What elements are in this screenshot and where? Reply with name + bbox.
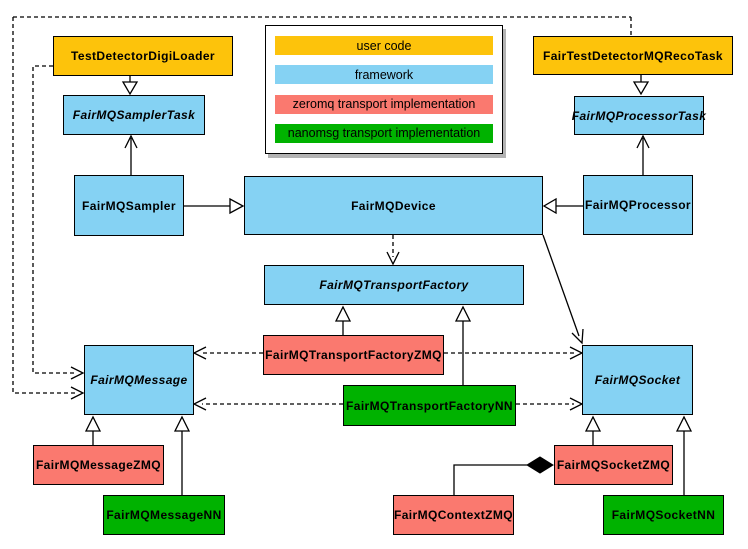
node-fair-mq-message-zmq: FairMQMessageZMQ xyxy=(33,445,164,485)
legend-item-zeromq: zeromq transport implementation xyxy=(275,94,493,114)
edge-tfzmq-inherits-transportfactory xyxy=(334,305,352,335)
node-fair-mq-processor: FairMQProcessor xyxy=(583,175,693,235)
edge-processor-inherits-device xyxy=(542,197,583,215)
edge-processor-to-processortask xyxy=(636,134,650,175)
node-fair-mq-socket-nn: FairMQSocketNN xyxy=(603,495,724,535)
edge-digiloader-inherits-samplertask xyxy=(121,76,139,96)
edge-sampler-to-samplertask xyxy=(124,134,138,175)
legend: user code framework zeromq transport imp… xyxy=(265,25,503,154)
legend-item-framework: framework xyxy=(275,65,493,85)
edge-recotask-inherits-processortask xyxy=(632,75,650,96)
node-test-detector-digi-loader: TestDetectorDigiLoader xyxy=(53,36,233,76)
edge-device-to-transportfactory xyxy=(386,235,400,266)
edge-tfnn-inherits-transportfactory xyxy=(454,305,472,385)
edge-socketzmq-inherits-socket xyxy=(584,415,602,445)
node-fair-mq-transport-factory-nn: FairMQTransportFactoryNN xyxy=(343,385,516,426)
edge-digiloader-to-message xyxy=(32,65,85,380)
node-fair-test-detector-mq-reco-task: FairTestDetectorMQRecoTask xyxy=(533,36,733,75)
edge-device-to-socket xyxy=(542,234,584,345)
edge-messagenn-inherits-message xyxy=(173,415,191,495)
node-fair-mq-sampler-task: FairMQSamplerTask xyxy=(63,95,205,135)
node-fair-mq-processor-task: FairMQProcessorTask xyxy=(572,96,706,135)
node-fair-mq-context-zmq: FairMQContextZMQ xyxy=(393,495,514,535)
edge-socketzmq-aggregates-contextzmq xyxy=(453,456,554,495)
node-fair-mq-message-nn: FairMQMessageNN xyxy=(103,495,225,535)
edge-tfzmq-to-message xyxy=(192,346,263,360)
legend-item-nanomsg: nanomsg transport implementation xyxy=(275,123,493,143)
node-fair-mq-transport-factory: FairMQTransportFactory xyxy=(264,265,524,305)
edge-tfnn-to-socket xyxy=(516,397,584,411)
node-fair-mq-device: FairMQDevice xyxy=(244,176,543,235)
node-fair-mq-message: FairMQMessage xyxy=(84,345,194,415)
edge-tfzmq-to-socket xyxy=(444,346,584,360)
edge-recotask-to-message xyxy=(12,16,632,400)
edge-socketnn-inherits-socket xyxy=(675,415,693,495)
edge-messagezmq-inherits-message xyxy=(84,415,102,445)
node-fair-mq-transport-factory-zmq: FairMQTransportFactoryZMQ xyxy=(263,335,444,375)
legend-item-user-code: user code xyxy=(275,36,493,56)
node-fair-mq-socket-zmq: FairMQSocketZMQ xyxy=(554,445,673,485)
edge-sampler-inherits-device xyxy=(184,197,245,215)
node-fair-mq-sampler: FairMQSampler xyxy=(74,175,184,236)
edge-tfnn-to-message xyxy=(192,397,343,411)
node-fair-mq-socket: FairMQSocket xyxy=(582,345,693,415)
